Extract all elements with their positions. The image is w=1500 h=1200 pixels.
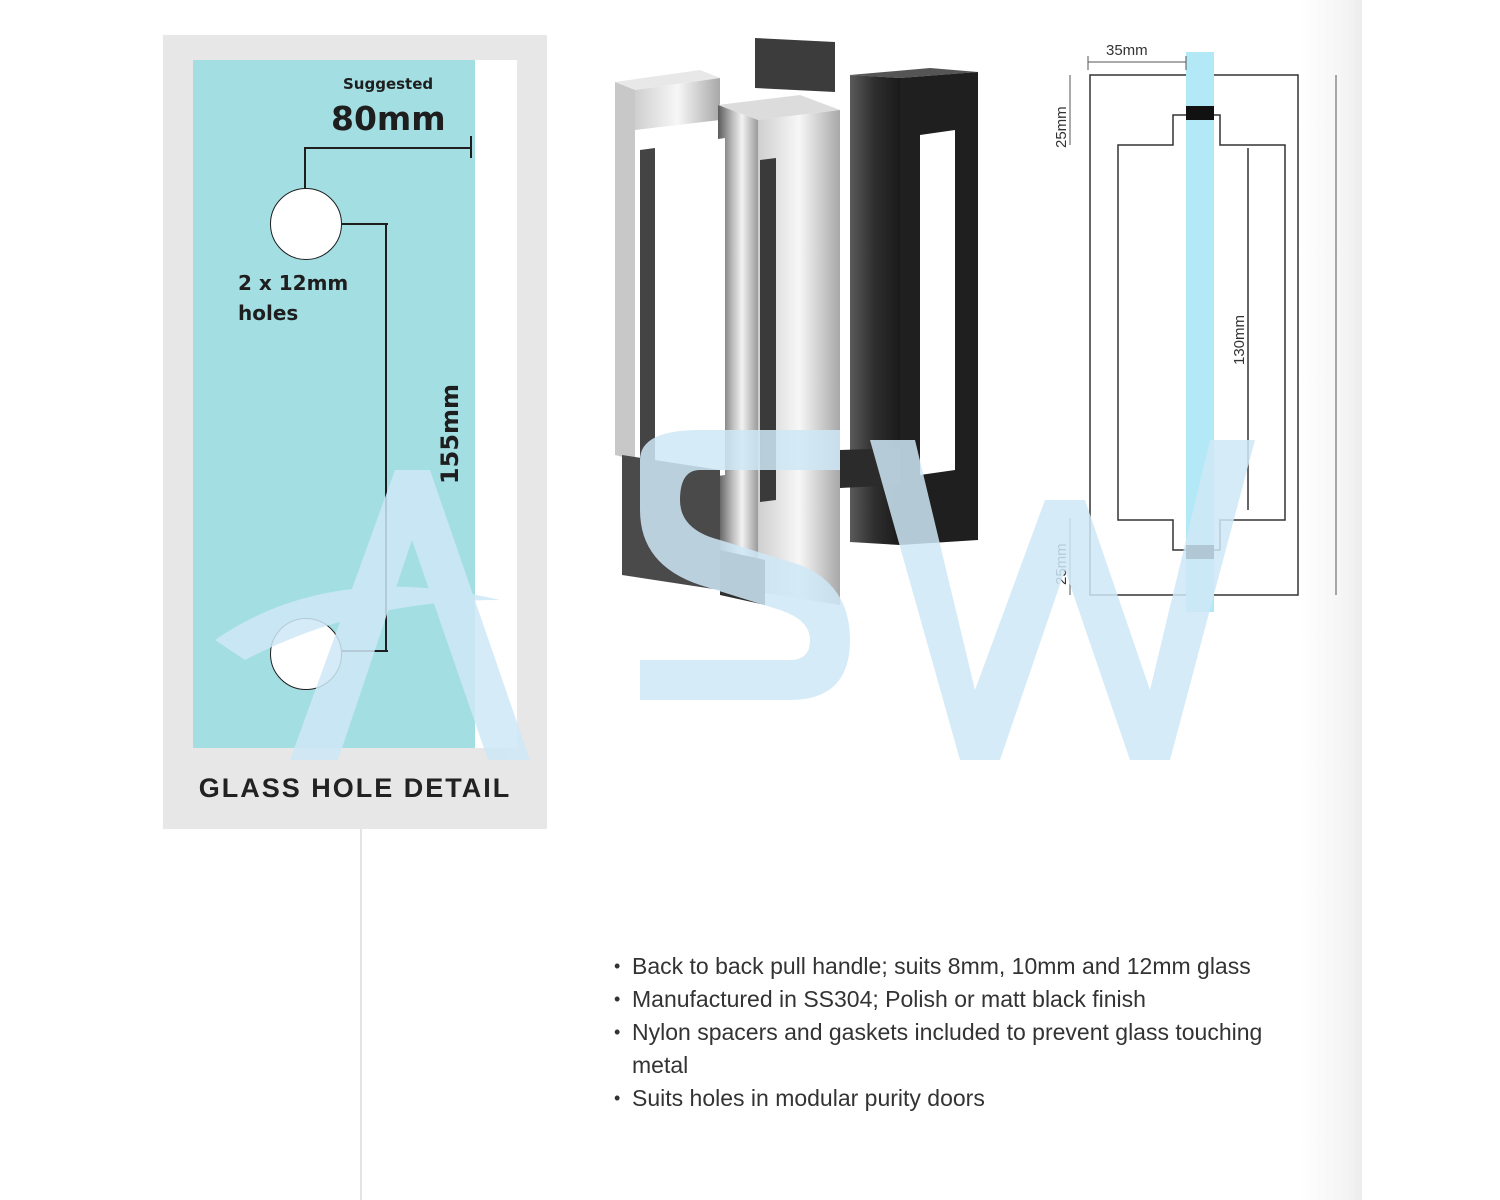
top-hole [270,188,342,260]
top-gasket [1186,106,1214,120]
pull-handle-illustration [615,38,978,605]
page-shadow [1300,0,1362,1200]
feature-item: Manufactured in SS304; Polish or matt bl… [614,983,1274,1016]
bottom-gasket [1186,545,1214,559]
width-dimension: 35mm [1106,42,1148,59]
hole-spacing-value: 155mm [436,383,464,485]
spacing-dimension-line [385,223,387,651]
vertical-rule [360,828,362,1200]
polished-handle [615,70,840,605]
black-handle [755,38,978,545]
feature-list: Back to back pull handle; suits 8mm, 10m… [614,950,1274,1115]
card-title: GLASS HOLE DETAIL [198,773,512,803]
feature-item: Suits holes in modular purity doors [614,1082,1274,1115]
suggested-label: Suggested [343,75,434,93]
inner-length-dimension: 130mm [1231,315,1248,365]
offset-leader-vertical [304,147,306,189]
bottom-hole [270,618,342,690]
glass-edge [475,60,517,748]
offset-dimension-line [304,147,472,149]
holes-label: 2 x 12mm holes [238,271,349,325]
spacing-leader-bottom [342,650,388,652]
offset-dimension-tick [470,136,472,158]
spacing-leader-top [342,223,388,225]
feature-item: Back to back pull handle; suits 8mm, 10m… [614,950,1274,983]
bottom-block-dimension: 25mm [1053,543,1070,585]
top-block-dimension: 25mm [1053,106,1070,148]
glass-section [1186,52,1214,612]
page-margin [1362,0,1500,1200]
handle-technical-drawing: 35mm 25mm 25mm 130mm 180mm [1053,42,1337,612]
glass-hole-detail-card: Suggested 80mm 2 x 12mm holes 155mm GLAS… [163,35,547,829]
hole-offset-value: 80mm [331,99,446,138]
feature-item: Nylon spacers and gaskets included to pr… [614,1016,1274,1082]
